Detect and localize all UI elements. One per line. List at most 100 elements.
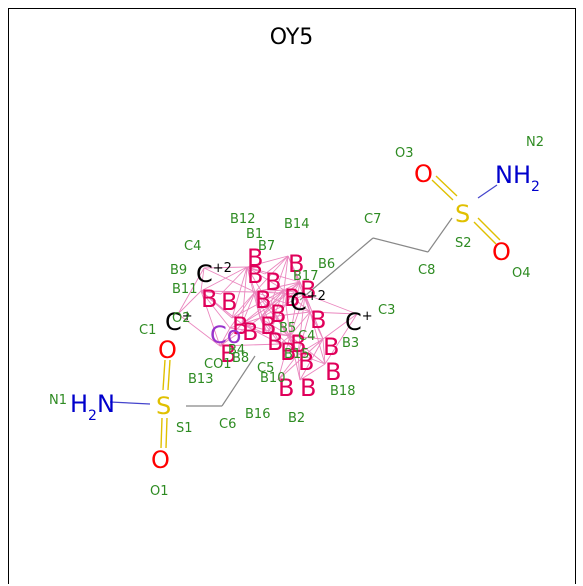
cage-bond (229, 291, 256, 329)
boron-atom: B (270, 300, 286, 328)
boron-atom: B (260, 312, 276, 340)
cage-bonds (177, 255, 358, 381)
atom-label-b5: B5 (279, 321, 296, 336)
cage-bond (200, 266, 248, 292)
cage-bond (299, 281, 306, 295)
cage-bond (304, 293, 324, 340)
cage-bond (297, 353, 301, 381)
bond-s1-o2-a (162, 359, 166, 391)
atom-label-o1: O1 (150, 484, 169, 499)
boron-atom: B (325, 358, 341, 386)
bond-c2-c7 (299, 237, 374, 301)
cage-bond (324, 313, 358, 365)
boron-atom: B (201, 285, 217, 313)
bond-s1-o1-a (160, 417, 163, 449)
atom-label-b6: B6 (318, 257, 335, 272)
boron-atom: B (298, 348, 314, 376)
cage-bond (177, 313, 221, 347)
atom-label-b15: B15 (284, 347, 309, 362)
atom-label-b9: B9 (170, 263, 187, 278)
cage-bond (283, 281, 301, 291)
cage-bond (322, 338, 326, 365)
cage-bond (259, 317, 291, 337)
left-sulfonamide: H2N S O O (70, 336, 177, 474)
atom-label-b4: B4 (228, 343, 245, 358)
boron-atom: B (247, 261, 263, 289)
cage-bond (266, 289, 285, 335)
boron-atom: B (323, 333, 339, 361)
cage-bond (289, 335, 326, 365)
sulfur-s2: S (455, 200, 470, 228)
boron-atom: B (278, 374, 294, 402)
cage-bond (246, 266, 285, 291)
cage-bond (283, 289, 291, 337)
cage-bond (283, 255, 289, 291)
cage-bond (229, 327, 291, 337)
atom-label-c1: C1 (139, 323, 156, 338)
atom-label-s2: S2 (455, 236, 472, 251)
sulfonyl-bonds (160, 175, 501, 449)
boron-atom: B (232, 312, 248, 340)
boron-atom: B (220, 340, 236, 368)
boron-atom: B (288, 250, 304, 278)
cage-bond (203, 266, 248, 269)
atom-label-n1: N1 (49, 393, 67, 408)
bond-n1-s1 (109, 401, 151, 405)
diagram-frame (8, 8, 576, 584)
oxygen-o2: O (158, 336, 177, 364)
cage-bond (264, 255, 289, 275)
cage-bond (219, 323, 243, 347)
atom-label-b11: B11 (172, 282, 197, 297)
cage-bond (177, 290, 202, 315)
cage-bond (322, 313, 358, 340)
cage-bond (309, 311, 358, 315)
bond-s2-o4-b (477, 217, 501, 241)
cage-bond (254, 289, 285, 293)
cage-bond (254, 291, 311, 313)
atom-label-co1: CO1 (204, 357, 232, 372)
cage-bond (269, 289, 285, 307)
oxygen-o1: O (151, 446, 170, 474)
atom-label-c5: C5 (257, 361, 274, 376)
atom-label-b1: B1 (246, 227, 263, 242)
cage-bond (299, 363, 326, 381)
cage-bond (229, 323, 243, 329)
atom-label-b8: B8 (232, 351, 249, 366)
amine-n1: H2N (70, 390, 115, 424)
atom-label-b2: B2 (288, 411, 305, 426)
atom-label-b14: B14 (284, 217, 309, 232)
bond-s2-o4-a (473, 221, 497, 245)
cage-bond (219, 327, 231, 347)
cage-bond (254, 291, 281, 345)
cobalt-atom: Co (210, 321, 241, 349)
cage-bond (297, 353, 326, 365)
boron-atom: B (284, 284, 300, 312)
amine-n2: NH2 (495, 161, 540, 195)
cage-bond (259, 317, 268, 335)
boron-atom: B (300, 276, 316, 304)
cage-bond (241, 323, 281, 345)
cage-bond (304, 293, 358, 315)
oxygen-o4: O (492, 238, 511, 266)
cage-bond (219, 317, 261, 347)
cage-bond (200, 290, 221, 347)
diagram-title: OY5 (269, 25, 314, 50)
bond-c8-s2 (427, 217, 453, 253)
atom-label-c7: C7 (364, 212, 381, 227)
boron-atom: B (300, 374, 316, 402)
cage-bond (231, 266, 248, 319)
cage-bond (200, 267, 205, 292)
boron-atom: B (265, 268, 281, 296)
cage-bond (254, 291, 268, 335)
cage-bond (241, 266, 248, 325)
bond-c6-c5 (221, 355, 256, 407)
atom-label-c6: C6 (219, 417, 236, 432)
carbon-atom: C+ (345, 308, 373, 336)
boron-atom: B (221, 288, 237, 316)
cage-bond (297, 293, 306, 355)
boron-atom: B (310, 306, 326, 334)
bond-s2-o3-a (431, 179, 454, 201)
bond-c7-c8 (372, 237, 429, 253)
cage-bond (203, 267, 256, 293)
